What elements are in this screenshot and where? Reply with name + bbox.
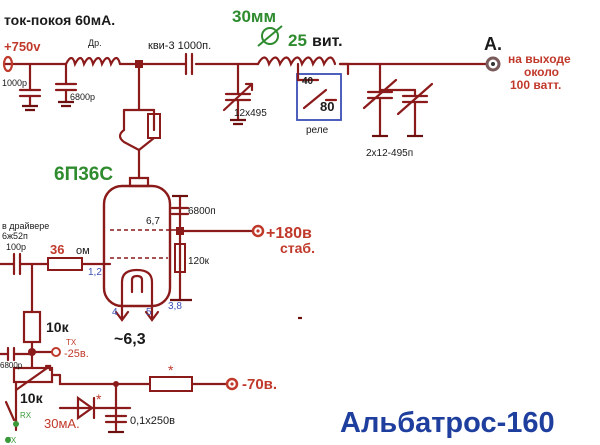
driver-label-2: 6ж52п bbox=[2, 231, 28, 241]
star-marker-2: * bbox=[96, 391, 102, 407]
choke-label: Др. bbox=[88, 38, 102, 48]
tube-heater bbox=[114, 268, 160, 322]
var-cap-12x495 bbox=[222, 62, 254, 126]
tube-type-label: 6П36С bbox=[54, 164, 113, 185]
output-note-3: 100 ватт. bbox=[510, 78, 561, 92]
cap-6800p-choke bbox=[54, 62, 78, 108]
var-cap-2-label: 2х12-495п bbox=[366, 148, 413, 159]
cap-1000p-label: 1000p bbox=[2, 78, 27, 88]
heater-voltage-label: ~6,3 bbox=[114, 331, 146, 348]
stab-label: стаб. bbox=[280, 240, 315, 256]
driver-label-1: в драйвере bbox=[2, 221, 49, 231]
pins-12-label: 1,2 bbox=[88, 267, 102, 278]
kvi3-coupling-cap bbox=[184, 52, 194, 76]
tx-label-2: TX bbox=[6, 436, 17, 445]
antenna-label: А. bbox=[484, 34, 502, 54]
res-10k-top-label: 10к bbox=[46, 319, 70, 335]
idle-current-label: ток-покоя 60мА. bbox=[4, 12, 115, 28]
plus180-label: +180в bbox=[266, 225, 312, 242]
res-36-unit: ом bbox=[76, 245, 90, 257]
relay-tap-80: 80 bbox=[320, 99, 334, 114]
kvi-cap-label: кви-3 1000п. bbox=[148, 40, 211, 52]
res-10k-pot-label: 10к bbox=[20, 390, 44, 406]
cap-6800p-top-label: 6800p bbox=[70, 92, 95, 102]
diameter-icon bbox=[257, 25, 283, 47]
supply-voltage-label: +750v bbox=[4, 39, 41, 54]
turns-count: 25 bbox=[288, 31, 307, 50]
choke-coil bbox=[64, 56, 122, 68]
cap-6800p-mid-label: 6800п bbox=[188, 206, 216, 217]
cap-100p-label: 100р bbox=[6, 242, 26, 252]
star-marker-1: * bbox=[168, 362, 174, 378]
anode-lead bbox=[118, 66, 161, 188]
plus180-terminal bbox=[251, 224, 265, 238]
var-cap-2x12-495 bbox=[362, 62, 434, 138]
pins-67-label: 6,7 bbox=[146, 216, 160, 227]
tube-envelope bbox=[102, 184, 172, 308]
cap-1000p-input bbox=[18, 62, 42, 112]
tx-label: TX bbox=[66, 338, 77, 347]
bias-network bbox=[0, 310, 239, 443]
res-36-label: 36 bbox=[50, 242, 64, 257]
output-note-1: на выходе bbox=[508, 52, 571, 66]
minus25-label: -25в. bbox=[64, 348, 89, 360]
supply-terminal bbox=[2, 55, 14, 73]
cap-6800p-low-label: 6800р bbox=[0, 361, 23, 370]
relay-block bbox=[296, 62, 350, 121]
current-30-label: 30мА. bbox=[44, 416, 80, 431]
rx-label: RX bbox=[20, 411, 32, 420]
pin-5-label: 5 bbox=[146, 307, 152, 318]
output-note-2: около bbox=[524, 65, 559, 79]
screen-grid-network bbox=[170, 194, 256, 302]
turns-unit: вит. bbox=[312, 33, 343, 50]
diagram-title: Альбатрос-160 bbox=[340, 407, 555, 439]
grid-input bbox=[0, 252, 112, 314]
pins-38-label: 3,8 bbox=[168, 301, 182, 312]
relay-tap-40: 40 bbox=[302, 76, 314, 87]
tank-coil bbox=[256, 56, 337, 67]
minus70-label: -70в. bbox=[242, 376, 277, 393]
antenna-terminal bbox=[485, 56, 501, 72]
plate-junction bbox=[135, 60, 143, 68]
res-120k-label: 120к bbox=[188, 256, 210, 267]
coil-diameter-label: 30мм bbox=[232, 7, 276, 26]
pin-4-label: 4 bbox=[112, 307, 118, 318]
cap-01-label: 0,1х250в bbox=[130, 415, 175, 427]
var-cap-1-label: 12х495 bbox=[234, 108, 267, 119]
relay-label: реле bbox=[306, 125, 329, 136]
